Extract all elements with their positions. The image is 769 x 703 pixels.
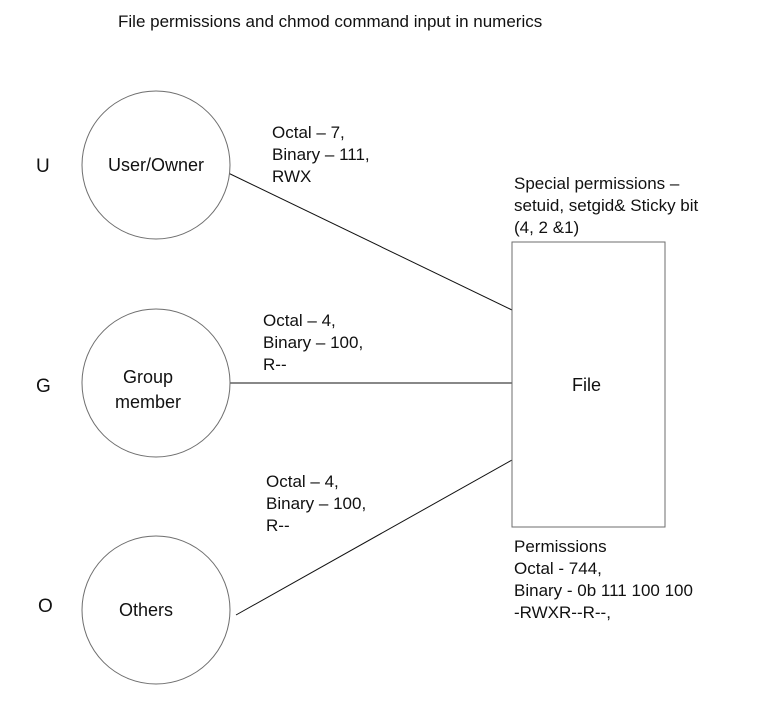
- edge-group-label-line1: Octal – 4,: [263, 311, 336, 330]
- group-member-node: [81, 308, 231, 458]
- edge-others-label-line2: Binary – 100,: [266, 494, 366, 513]
- group-member-label-line2: member: [115, 392, 181, 412]
- permissions-note-line4: -RWXR--R--,: [514, 603, 611, 622]
- special-permissions-note-line2: setuid, setgid& Sticky bit: [514, 196, 699, 215]
- file-node: [511, 241, 666, 528]
- edge-user-label-line3: RWX: [272, 167, 311, 186]
- edge-others-label-line1: Octal – 4,: [266, 472, 339, 491]
- edge-user-label-line1: Octal – 7,: [272, 123, 345, 142]
- user-owner-label: User/Owner: [108, 155, 204, 175]
- others-label: Others: [119, 600, 173, 620]
- user-letter: U: [36, 156, 50, 177]
- special-permissions-note-line1: Special permissions –: [514, 174, 680, 193]
- special-permissions-note-line3: (4, 2 &1): [514, 218, 579, 237]
- permissions-note-line3: Binary - 0b 111 100 100: [514, 581, 693, 600]
- user-owner-node: [81, 90, 231, 240]
- edge-others-to-file: [235, 459, 513, 616]
- diagram-title: File permissions and chmod command input…: [118, 12, 542, 31]
- others-letter: O: [38, 596, 53, 617]
- others-node: [81, 535, 231, 685]
- edge-user-label-line2: Binary – 111,: [272, 145, 370, 164]
- permissions-note-line2: Octal - 744,: [514, 559, 602, 578]
- permissions-note-line1: Permissions: [514, 537, 607, 556]
- file-label: File: [572, 375, 601, 395]
- edge-group-label-line3: R--: [263, 355, 287, 374]
- group-member-label-line1: Group: [123, 367, 173, 387]
- edge-user-to-file: [221, 169, 513, 311]
- edge-others-label-line3: R--: [266, 516, 290, 535]
- group-letter: G: [36, 376, 51, 397]
- edge-group-label-line2: Binary – 100,: [263, 333, 363, 352]
